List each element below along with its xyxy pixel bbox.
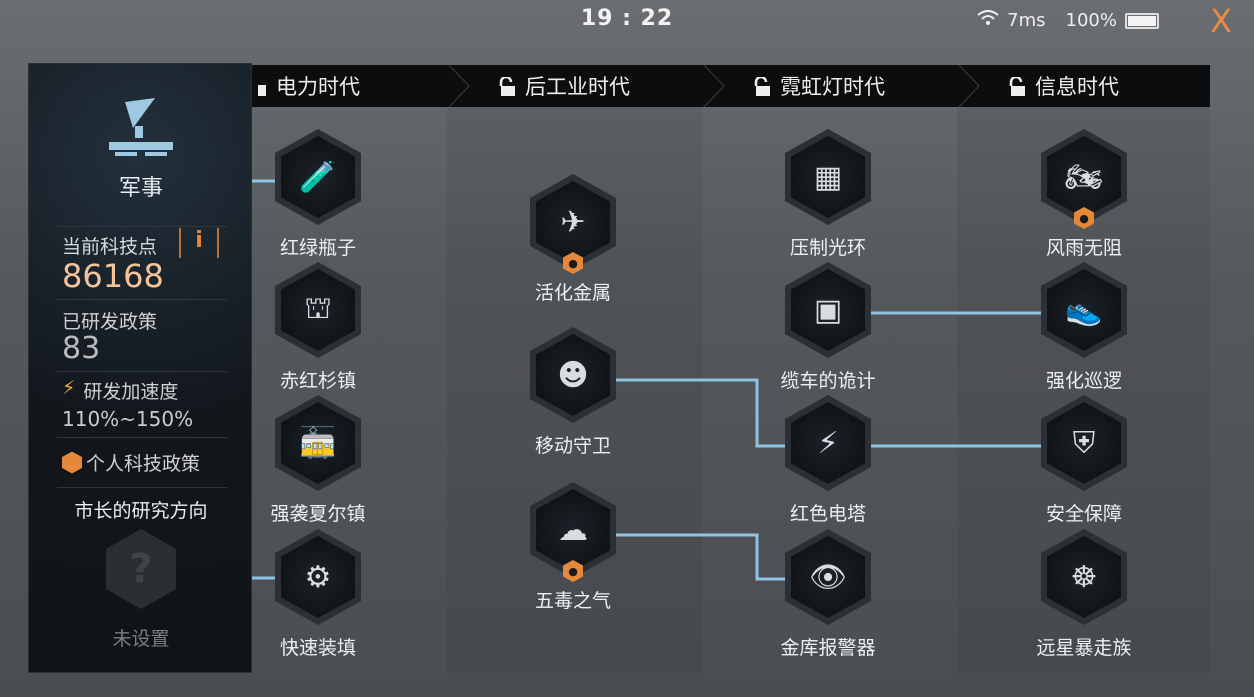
tech-node[interactable]: 👟 bbox=[1039, 260, 1129, 360]
tech-node[interactable]: 🚋 bbox=[273, 393, 363, 493]
researched-label: 已研发政策 bbox=[62, 311, 158, 333]
chevron-right-icon bbox=[703, 65, 725, 107]
hex-inner bbox=[791, 536, 865, 618]
era-label: 后工业时代 bbox=[525, 75, 630, 99]
unlock-icon bbox=[752, 75, 770, 96]
tech-node-label: 缆车的诡计 bbox=[780, 370, 876, 392]
unlock-icon bbox=[258, 77, 266, 96]
personal-label: 个人科技政策 bbox=[86, 453, 201, 475]
tab-era-1[interactable]: 电力时代 bbox=[258, 65, 360, 107]
wifi-icon bbox=[977, 10, 999, 31]
tech-node[interactable]: ☻ bbox=[528, 325, 618, 425]
tech-node[interactable]: ⛫ bbox=[273, 260, 363, 360]
lightning-icon: ⚡ bbox=[62, 377, 76, 399]
chevron-right-icon bbox=[448, 65, 470, 107]
tech-points-value: 86168 bbox=[62, 257, 164, 295]
tech-node-label: 远星暴走族 bbox=[1036, 637, 1132, 659]
tab-era-4[interactable]: 信息时代 bbox=[1007, 65, 1119, 107]
person-icon bbox=[62, 451, 82, 474]
tech-node-label: 活化金属 bbox=[534, 282, 611, 304]
researched-value: 83 bbox=[62, 331, 101, 366]
hex-inner bbox=[281, 136, 355, 218]
tech-icon: ▦ bbox=[813, 159, 843, 195]
hex-inner bbox=[1047, 536, 1121, 618]
tech-icon: 🏍 bbox=[1064, 159, 1104, 195]
tech-node[interactable]: ▣ bbox=[783, 260, 873, 360]
battery-icon bbox=[1125, 12, 1159, 29]
tech-icon: ▣ bbox=[813, 292, 843, 328]
tech-node-label: 红色电塔 bbox=[789, 503, 866, 525]
personal-badge-icon: ● bbox=[563, 560, 583, 582]
tech-node-label: 快速装填 bbox=[279, 637, 356, 659]
hex-inner bbox=[1047, 136, 1121, 218]
tab-era-2[interactable]: 后工业时代 bbox=[497, 65, 630, 107]
chevron-right-icon bbox=[958, 65, 980, 107]
mayor-direction-label: 市长的研究方向 bbox=[74, 500, 208, 522]
tech-node[interactable]: 👁 bbox=[783, 527, 873, 627]
unlock-icon bbox=[1007, 75, 1025, 96]
era-label: 电力时代 bbox=[276, 75, 360, 99]
tech-icon: ⛫ bbox=[304, 290, 332, 326]
tech-node[interactable]: ✈● bbox=[528, 172, 618, 274]
tech-node-label: 金库报警器 bbox=[780, 637, 876, 659]
hex-inner bbox=[1047, 402, 1121, 484]
unlock-icon bbox=[497, 75, 515, 96]
mayor-direction-value: 未设置 bbox=[112, 628, 170, 650]
personal-badge-icon: ● bbox=[1074, 207, 1094, 229]
info-button[interactable]: i bbox=[179, 228, 219, 258]
tech-icon: ☸ bbox=[1070, 559, 1098, 595]
tab-era-3[interactable]: 霓虹灯时代 bbox=[752, 65, 885, 107]
era-label: 信息时代 bbox=[1035, 75, 1119, 99]
tech-icon: ✈ bbox=[560, 204, 586, 240]
close-button[interactable]: X bbox=[1210, 2, 1232, 40]
tech-node-label: 安全保障 bbox=[1045, 503, 1122, 525]
tech-node[interactable]: ☸ bbox=[1039, 527, 1129, 627]
tech-icon: ⚡ bbox=[817, 425, 839, 461]
tech-node[interactable]: ⚙ bbox=[273, 527, 363, 627]
tech-node-label: 压制光环 bbox=[789, 237, 866, 259]
tech-node-label: 强袭夏尔镇 bbox=[270, 503, 366, 525]
speed-value: 110%~150% bbox=[62, 407, 194, 431]
battery-percent: 100% bbox=[1065, 10, 1117, 31]
tech-node[interactable]: 🧪 bbox=[273, 127, 363, 227]
tech-node-label: 移动守卫 bbox=[534, 435, 611, 457]
tech-icon: ⛨ bbox=[1072, 425, 1096, 461]
clock: 19 : 22 bbox=[580, 6, 674, 31]
era-label: 霓虹灯时代 bbox=[780, 75, 885, 99]
tech-node[interactable]: ▦ bbox=[783, 127, 873, 227]
hex-inner bbox=[281, 536, 355, 618]
tech-node[interactable]: 🏍● bbox=[1039, 127, 1129, 229]
tech-icon: 👁 bbox=[808, 559, 848, 595]
mayor-direction-slot[interactable]: ? bbox=[106, 529, 176, 609]
status-bar: 7ms 100% bbox=[977, 10, 1159, 31]
ping: 7ms bbox=[1007, 10, 1046, 31]
tech-node[interactable]: ☁● bbox=[528, 480, 618, 582]
tech-node[interactable]: ⛨ bbox=[1039, 393, 1129, 493]
tech-node-label: 五毒之气 bbox=[534, 590, 611, 612]
side-panel: 军事 当前科技点 i 86168 已研发政策 83 ⚡ 研发加速度 110%~15… bbox=[28, 63, 252, 673]
tech-icon: 🚋 bbox=[299, 425, 337, 461]
speed-label: 研发加速度 bbox=[83, 381, 179, 403]
tech-points-label: 当前科技点 bbox=[62, 236, 158, 258]
tech-icon: ☁ bbox=[558, 512, 588, 548]
personal-tech-button[interactable]: 个人科技政策 bbox=[62, 449, 200, 476]
tech-node-label: 风雨无阻 bbox=[1045, 237, 1122, 259]
tech-node[interactable]: ⚡ bbox=[783, 393, 873, 493]
tech-icon: ☻ bbox=[557, 357, 589, 393]
tech-node-label: 红绿瓶子 bbox=[279, 237, 356, 259]
personal-badge-icon: ● bbox=[563, 252, 583, 274]
hex-inner bbox=[1047, 269, 1121, 351]
tech-icon: ⚙ bbox=[304, 559, 332, 595]
category-title: 军事 bbox=[118, 176, 163, 201]
speed-row: ⚡ 研发加速度 bbox=[62, 377, 178, 404]
tech-icon: 👟 bbox=[1065, 292, 1103, 328]
era-header: 电力时代 后工业时代 霓虹灯时代 信息时代 bbox=[252, 65, 1210, 107]
tech-node-label: 强化巡逻 bbox=[1045, 370, 1122, 392]
satellite-dish-icon bbox=[29, 94, 253, 168]
tech-node-label: 赤红杉镇 bbox=[279, 370, 356, 392]
tech-icon: 🧪 bbox=[299, 159, 337, 195]
